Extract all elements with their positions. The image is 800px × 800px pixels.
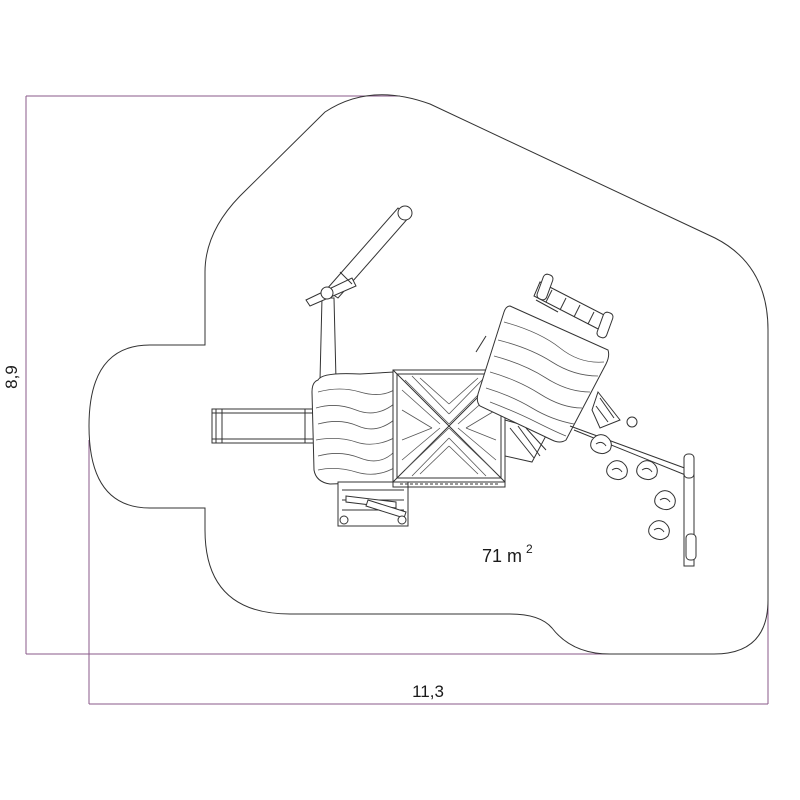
left-tower-roof: [311, 371, 395, 485]
width-label: 11,3: [412, 682, 444, 701]
slide: [211, 408, 317, 444]
ladder: [533, 273, 614, 339]
area-unit-superscript: 2: [526, 542, 533, 556]
height-label: 8,9: [2, 365, 21, 389]
stairs: [337, 481, 409, 527]
central-pyramid-roof: [392, 369, 506, 488]
climbing-ramp: [569, 390, 697, 567]
height-dimension-line: [25, 95, 610, 655]
area-label: 71 m: [482, 546, 522, 566]
climbing-stones: [590, 434, 676, 541]
safety-zone-outline: [88, 94, 769, 655]
climbing-pole: [305, 205, 413, 381]
right-tower-roof: [475, 305, 610, 443]
